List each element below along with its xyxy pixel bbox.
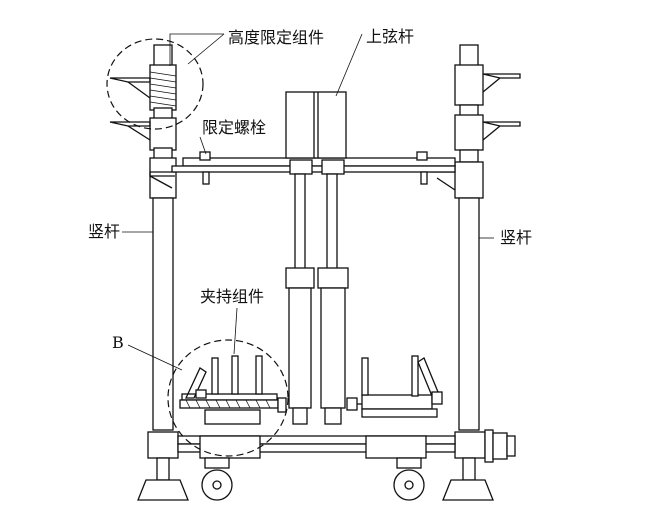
- top-chord-block: [285, 91, 347, 159]
- limit-bolt-left: [199, 151, 211, 161]
- label-upright-right: 竖杆: [500, 228, 532, 247]
- bracket-right-top: [482, 73, 521, 79]
- spring-coil-left: [149, 71, 177, 107]
- bracket-right-mid: [482, 121, 521, 127]
- lifting-columns: [285, 159, 349, 425]
- label-detail-b: B: [112, 333, 124, 352]
- right-upright: [430, 44, 521, 431]
- left-upright: [109, 44, 177, 431]
- clamping-assembly-left: [179, 355, 287, 425]
- leader-lines: [122, 33, 494, 371]
- clamping-assembly-right: [346, 355, 443, 418]
- bracket-left-top: [109, 77, 151, 83]
- base-frame: [147, 429, 516, 463]
- feet: [137, 457, 494, 501]
- caster-wheel-left: [201, 457, 233, 501]
- caster-wheel-right: [393, 457, 425, 501]
- label-upright-left: 竖杆: [88, 222, 120, 241]
- detail-circle-height-limit: [106, 38, 204, 130]
- label-height-limit-assembly: 高度限定组件: [228, 28, 324, 47]
- label-top-chord: 上弦杆: [366, 27, 414, 46]
- detail-circle-b: [167, 339, 289, 457]
- limit-bolt-right: [416, 151, 428, 161]
- bracket-left-mid: [109, 121, 151, 127]
- label-limit-bolt: 限定螺栓: [202, 118, 266, 137]
- label-clamping-assembly: 夹持组件: [200, 287, 264, 306]
